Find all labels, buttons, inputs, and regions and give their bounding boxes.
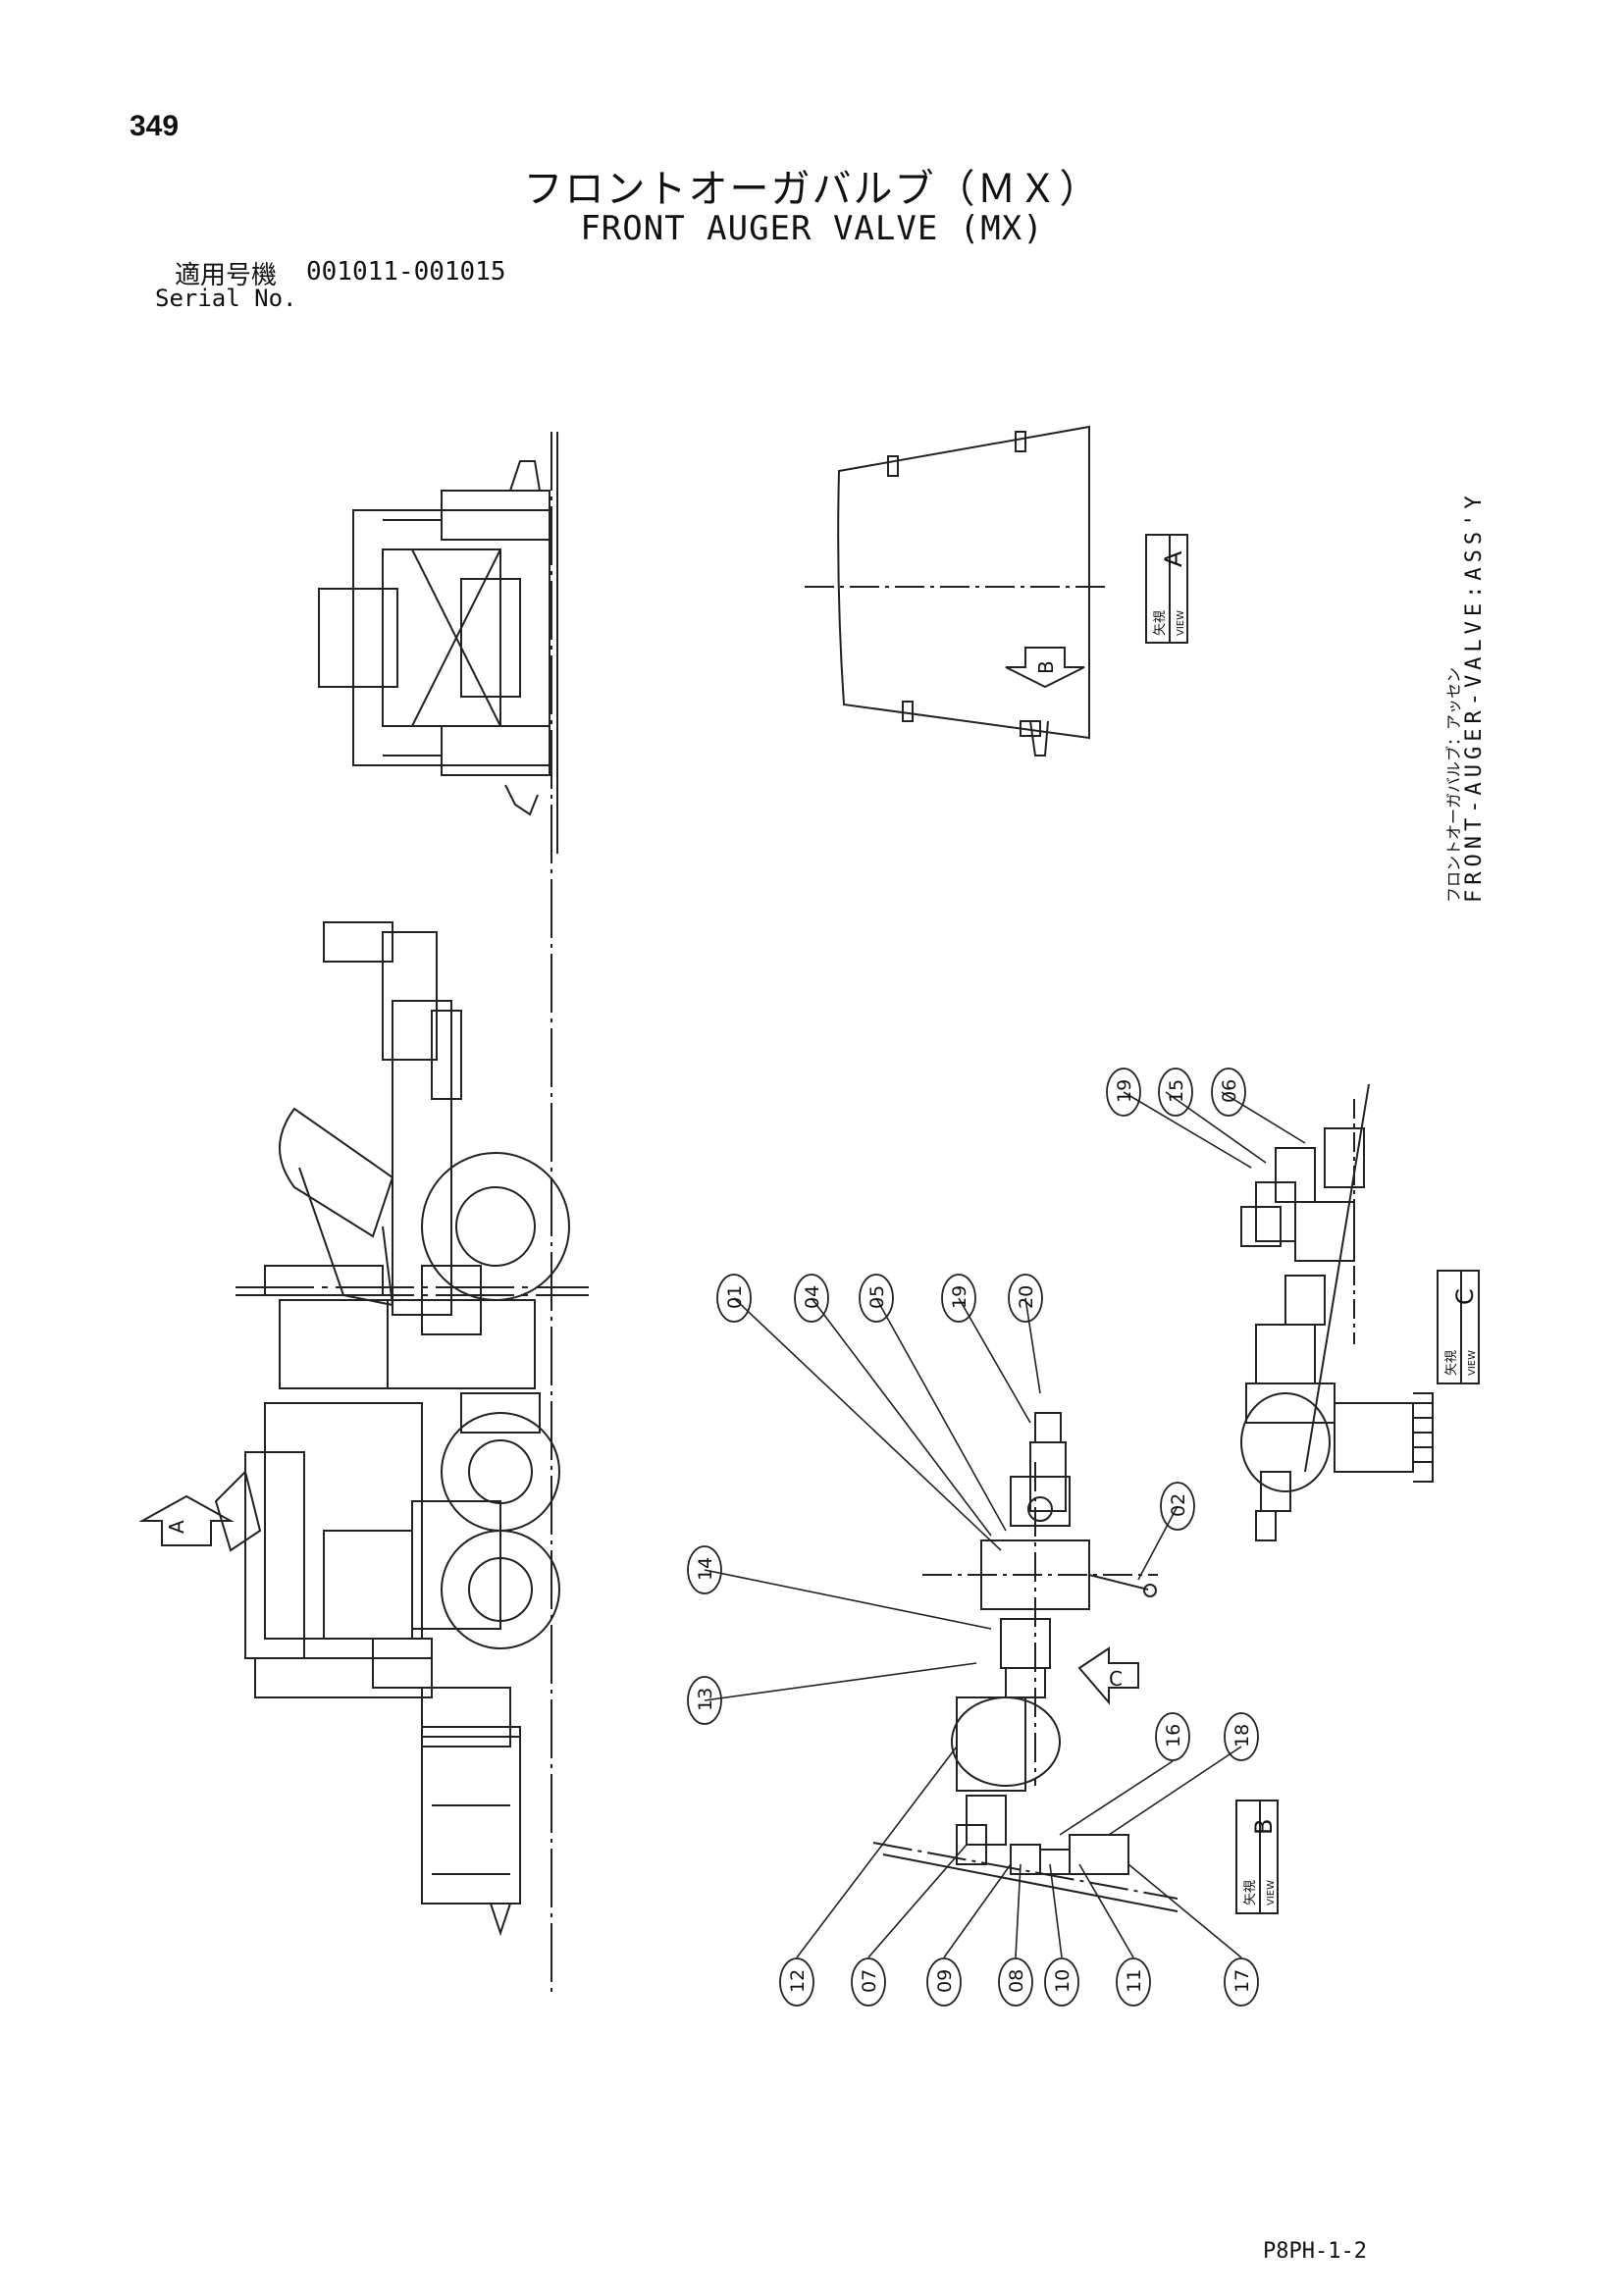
page-title-en: FRONT AUGER VALVE (MX) (580, 209, 1044, 248)
view-c-valve (1240, 1083, 1434, 1541)
view-b-sub: VIEW (1266, 1880, 1277, 1905)
balloon-04: 04 (802, 1285, 823, 1309)
view-c-kanji: 矢視 (1444, 1350, 1459, 1376)
balloon-12: 12 (787, 1969, 809, 1993)
balloon-16: 16 (1163, 1724, 1184, 1748)
view-b-valve (872, 1412, 1179, 1912)
page-title-jp: フロントオーガバルブ（ＭＸ） (523, 167, 1101, 212)
balloon-08: 08 (1006, 1969, 1027, 1993)
balloon-18: 18 (1231, 1724, 1253, 1748)
view-b-tag (1235, 1800, 1279, 1914)
balloon-19-lower: 19 (949, 1285, 970, 1309)
balloon-11: 11 (1124, 1969, 1145, 1993)
view-a-panel (805, 425, 1109, 757)
view-a-letter: A (1160, 550, 1187, 567)
balloon-14: 14 (695, 1557, 716, 1581)
balloon-02: 02 (1168, 1493, 1189, 1517)
balloon-05: 05 (866, 1285, 888, 1309)
balloon-01: 01 (724, 1285, 746, 1309)
balloon-06: 06 (1219, 1079, 1240, 1103)
balloon-19-upper: 19 (1114, 1079, 1135, 1103)
view-arrow-a-label: A (165, 1520, 188, 1534)
leader-lines (704, 1091, 1306, 1958)
serial-label-jp: 適用号機 (175, 261, 278, 290)
balloon-09: 09 (934, 1969, 956, 1993)
balloon-17: 17 (1231, 1969, 1253, 1993)
view-a-sub: VIEW (1176, 610, 1186, 636)
view-a-tag (1145, 534, 1188, 644)
serial-label-en: Serial No. (155, 285, 297, 312)
view-arrow-b-label: B (1034, 660, 1058, 674)
balloon-circles (687, 1068, 1259, 2007)
page-number: 349 (130, 110, 180, 142)
balloon-15: 15 (1166, 1079, 1187, 1103)
view-c-sub: VIEW (1467, 1350, 1478, 1376)
balloon-20: 20 (1016, 1285, 1037, 1309)
serial-range: 001011-001015 (306, 257, 506, 287)
view-b-kanji: 矢視 (1243, 1880, 1258, 1905)
view-b-letter: B (1250, 1819, 1278, 1835)
balloon-13: 13 (695, 1688, 716, 1711)
view-c-letter: C (1451, 1288, 1479, 1305)
view-arrow-c-label: C (1109, 1667, 1123, 1691)
balloon-07: 07 (859, 1969, 880, 1993)
page-code: P8PH-1-2 (1263, 2239, 1367, 2264)
balloon-10: 10 (1052, 1969, 1074, 1993)
view-a-kanji: 矢視 (1153, 610, 1168, 636)
view-c-tag (1437, 1270, 1480, 1384)
machine-outline (214, 432, 589, 1992)
view-arrow-a (138, 1494, 235, 1546)
